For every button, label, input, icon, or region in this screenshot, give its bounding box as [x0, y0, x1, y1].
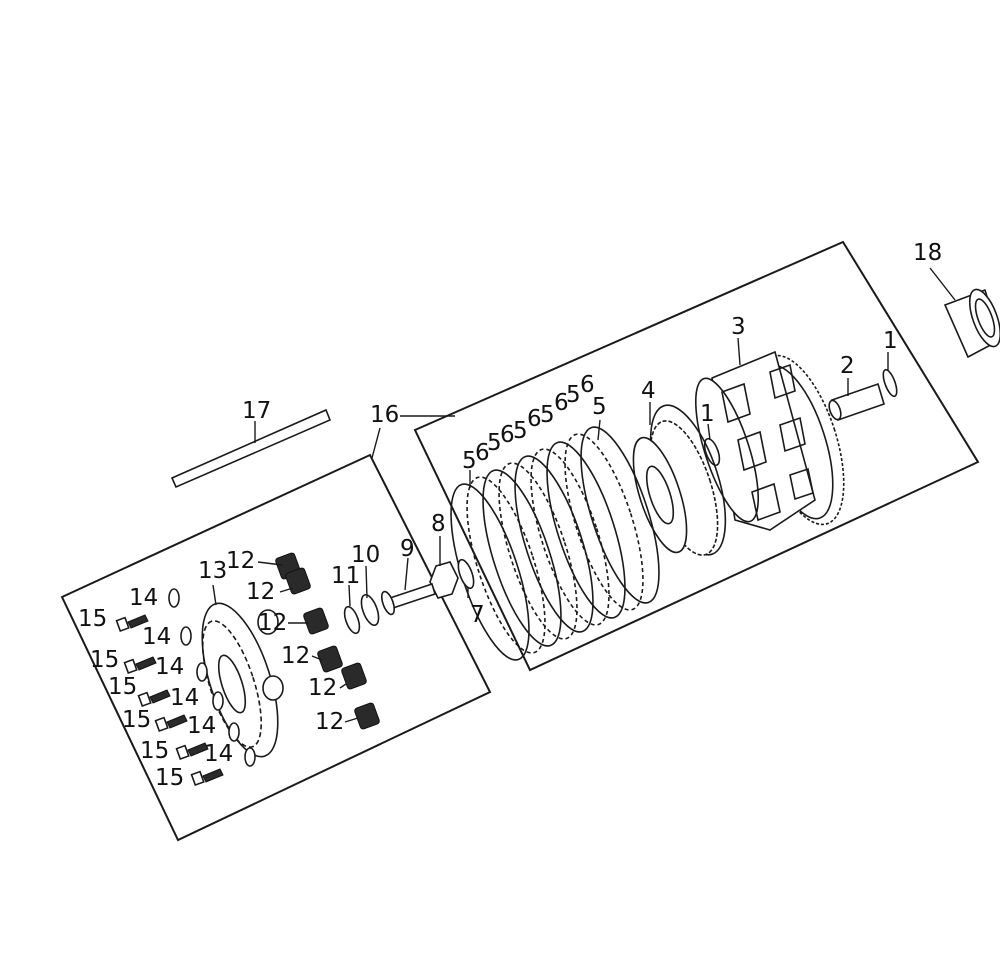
label-14: 14: [142, 624, 171, 650]
nut-part: [429, 561, 459, 599]
label-12: 12: [258, 610, 287, 636]
label-18: 18: [913, 240, 942, 266]
label-8: 8: [431, 511, 446, 537]
label-5: 5: [462, 448, 477, 474]
label-6: 6: [527, 406, 542, 432]
clutch-plate-stack: [450, 426, 660, 661]
washer-7-part: [457, 558, 475, 590]
label-12: 12: [315, 709, 344, 735]
clutch-springs: [275, 552, 380, 730]
label-4: 4: [641, 378, 656, 404]
label-9: 9: [400, 536, 415, 562]
label-14: 14: [155, 654, 184, 680]
clutch-basket-part: [694, 350, 845, 531]
label-12: 12: [246, 579, 275, 605]
part-labels: 18 3 1 2 4 1 5 6 5 6 5 6 5 6 5 6 5 16 17…: [78, 240, 942, 791]
label-5: 5: [540, 402, 555, 428]
label-5: 5: [513, 418, 528, 444]
label-14: 14: [129, 585, 158, 611]
leader-lines: [212, 267, 956, 723]
label-15: 15: [155, 765, 184, 791]
label-13: 13: [198, 558, 227, 584]
label-6: 6: [580, 372, 595, 398]
label-12: 12: [308, 675, 337, 701]
push-rod-part: [170, 408, 332, 489]
label-15: 15: [90, 647, 119, 673]
label-3: 3: [731, 314, 746, 340]
washer-1-outer: [882, 368, 898, 398]
label-6: 6: [475, 440, 490, 466]
label-15: 15: [122, 707, 151, 733]
label-15: 15: [78, 606, 107, 632]
clutch-assembly-frame: [413, 240, 980, 672]
bolts-15: [115, 614, 224, 787]
lifter-bolt-part: [380, 582, 436, 616]
washers-14: [168, 588, 256, 767]
label-1: 1: [700, 401, 715, 427]
pressure-plate-part: [201, 602, 284, 758]
clutch-hub-part: [632, 404, 727, 556]
bushing-part: [943, 288, 1000, 359]
label-5: 5: [566, 382, 581, 408]
label-7: 7: [470, 602, 485, 628]
washer-11-part: [343, 605, 361, 635]
label-14: 14: [170, 685, 199, 711]
label-2: 2: [840, 353, 855, 379]
label-16: 16: [370, 402, 399, 428]
washer-1-inner: [703, 437, 721, 467]
bearing-10-part: [360, 593, 380, 627]
label-12: 12: [226, 548, 255, 574]
label-15: 15: [140, 738, 169, 764]
label-14: 14: [187, 713, 216, 739]
label-12: 12: [281, 643, 310, 669]
label-5: 5: [592, 394, 607, 420]
label-15: 15: [108, 674, 137, 700]
label-14: 14: [204, 741, 233, 767]
pressure-plate-frame: [60, 453, 492, 842]
label-6: 6: [554, 390, 569, 416]
label-17: 17: [242, 398, 271, 424]
label-10: 10: [351, 542, 380, 568]
label-11: 11: [331, 563, 360, 589]
collar-part: [828, 382, 885, 422]
label-1: 1: [883, 328, 898, 354]
label-6: 6: [500, 422, 515, 448]
label-5: 5: [487, 430, 502, 456]
